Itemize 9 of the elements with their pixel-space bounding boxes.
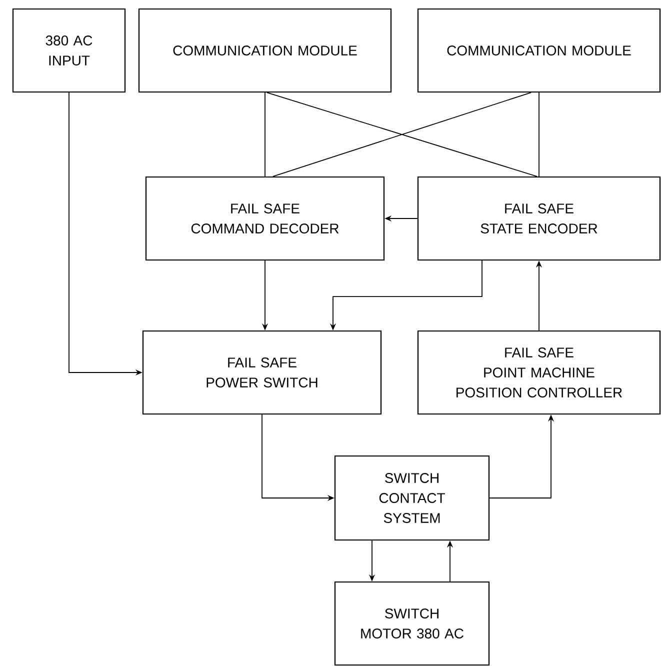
process-box: COMMUNICATION MODULE: [138, 8, 392, 93]
process-box: FAIL SAFE POINT MACHINE POSITION CONTROLLER: [417, 330, 661, 415]
process-box: FAIL SAFE STATE ENCODER: [417, 176, 661, 261]
process-box: 380 AC INPUT: [12, 8, 126, 93]
process-box: FAIL SAFE COMMAND DECODER: [145, 176, 385, 261]
process-box: COMMUNICATION MODULE: [417, 8, 661, 93]
process-box: SWITCH MOTOR 380 AC: [334, 581, 490, 666]
process-box: SWITCH CONTACT SYSTEM: [334, 455, 490, 541]
process-box: FAIL SAFE POWER SWITCH: [142, 330, 382, 415]
